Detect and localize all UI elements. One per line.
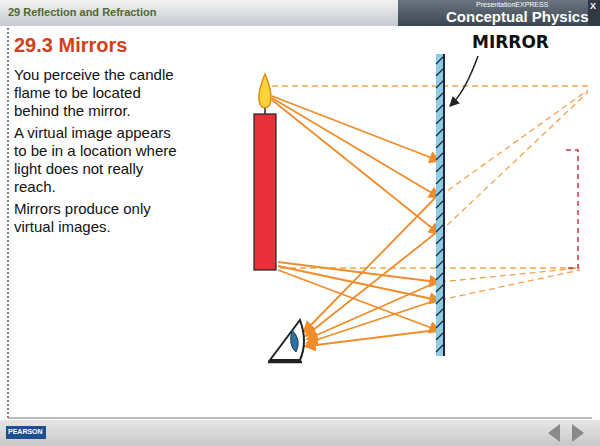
body-text: You perceive the candle flame to be loca… <box>14 66 186 120</box>
eye-symbol <box>268 320 304 362</box>
frame-bottom <box>8 418 592 419</box>
chapter-heading: 29 Reflection and Refraction <box>8 6 157 18</box>
logo-box <box>398 0 588 26</box>
brand-title: Conceptual Physics <box>446 8 589 25</box>
part-name: MIRROR <box>470 32 551 52</box>
brand-small: PresentationEXPRESS <box>476 1 548 8</box>
close-mark: X <box>590 1 596 11</box>
light-rays <box>272 96 437 346</box>
dashed-lines <box>272 86 588 300</box>
body-text: Mirrors produce only virtual images. <box>14 200 186 236</box>
slide-title: 29.3 Mirrors <box>14 34 127 57</box>
close-box <box>588 0 600 26</box>
nav-forward <box>572 424 584 442</box>
nav-back <box>548 424 560 442</box>
publisher-name: PEARSON <box>8 428 43 435</box>
mirror <box>436 54 444 356</box>
publisher-logo <box>6 426 46 439</box>
header-bar <box>0 0 600 26</box>
footer-bar <box>0 420 600 446</box>
frame-left <box>7 28 9 418</box>
body-text: A virtual image appears to be in a locat… <box>14 124 186 196</box>
candle-flame <box>259 74 271 108</box>
mirror-pointer <box>452 56 478 104</box>
virtual-candle <box>566 150 578 268</box>
candle-body <box>254 114 276 270</box>
